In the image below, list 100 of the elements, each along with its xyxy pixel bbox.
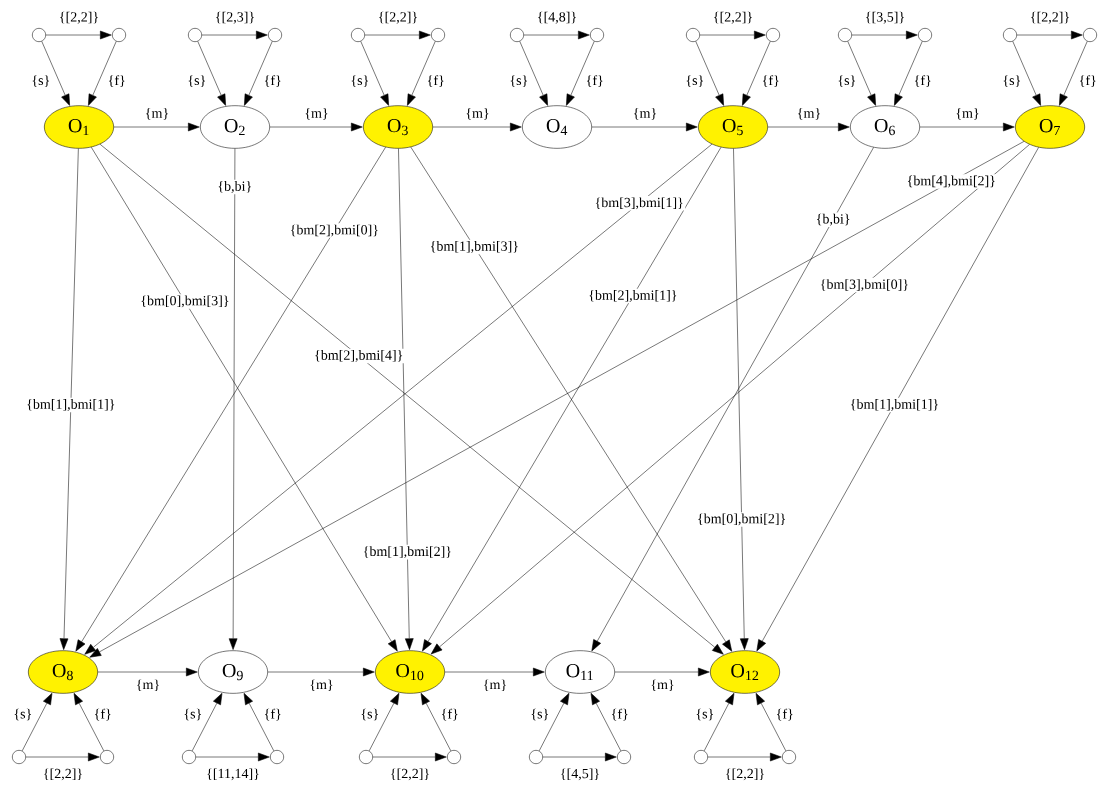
arrow bbox=[1016, 30, 1083, 40]
arrow bbox=[542, 752, 617, 762]
edge-label: {f} bbox=[915, 75, 931, 87]
edge-label: {s} bbox=[838, 75, 855, 87]
arrow bbox=[695, 41, 724, 106]
edge-label: {b,bi} bbox=[216, 179, 254, 195]
edge-label: {s} bbox=[1003, 75, 1020, 87]
arrow bbox=[851, 30, 918, 40]
arrow bbox=[21, 693, 53, 752]
arrow bbox=[742, 41, 771, 106]
edge-label: {f} bbox=[95, 708, 111, 721]
arrow bbox=[444, 667, 545, 677]
arrow bbox=[97, 667, 198, 677]
edge-label: {bm[4],bmi[2]} bbox=[905, 174, 998, 189]
edge-label: {f} bbox=[265, 708, 281, 721]
edge-label: {m} bbox=[651, 679, 674, 691]
arrow bbox=[25, 752, 100, 762]
arrow bbox=[407, 41, 436, 106]
edge-label: {bm[0],bmi[2]} bbox=[695, 512, 788, 527]
arrow bbox=[847, 41, 876, 106]
edge-label: {[11,14]} bbox=[207, 768, 259, 781]
edge-label: {[2,2]} bbox=[44, 768, 82, 781]
arrow bbox=[703, 693, 735, 752]
edge-label: {bm[1],bmi[1]} bbox=[24, 397, 117, 413]
edge-label: {m} bbox=[305, 108, 328, 120]
arrow bbox=[41, 41, 70, 106]
arrow bbox=[767, 122, 850, 132]
edge-label: {m} bbox=[956, 108, 979, 120]
arrow bbox=[566, 41, 595, 106]
arrow bbox=[519, 41, 548, 106]
arrow bbox=[364, 30, 431, 40]
edge-label: {b,bi} bbox=[814, 212, 852, 227]
arrow bbox=[591, 147, 874, 652]
edge-label: {m} bbox=[466, 108, 489, 120]
edge-label: {bm[2],bmi[4]} bbox=[312, 348, 405, 364]
arrow bbox=[523, 30, 590, 40]
arrow bbox=[919, 122, 1015, 132]
edge-label: {m} bbox=[634, 108, 656, 120]
arrow bbox=[269, 122, 363, 132]
edge-label: {[2,3]} bbox=[216, 11, 254, 24]
arrow bbox=[59, 148, 79, 650]
arrow bbox=[1059, 41, 1088, 106]
edge-label: {bm[1],bmi[1]} bbox=[848, 397, 941, 413]
arrow bbox=[360, 41, 389, 106]
arrow bbox=[538, 693, 570, 752]
arrow bbox=[372, 752, 447, 762]
edge-label: {s} bbox=[14, 708, 31, 721]
arrow bbox=[113, 122, 200, 132]
edge-label: {[2,2]} bbox=[726, 768, 764, 781]
edge-label: {f} bbox=[612, 708, 628, 721]
edge-label: {[4,5]} bbox=[561, 768, 599, 781]
edge-label: {m} bbox=[137, 679, 159, 691]
arrow bbox=[707, 752, 782, 762]
edge-label: {f} bbox=[777, 708, 793, 721]
edge-label: {bm[1],bmi[2]} bbox=[361, 544, 454, 560]
edge-label: {f} bbox=[587, 75, 603, 87]
edge-label: {[2,2]} bbox=[1031, 11, 1069, 24]
arrow bbox=[420, 693, 452, 752]
arrow bbox=[73, 693, 105, 752]
arrow bbox=[197, 41, 226, 106]
edge-label: {bm[2],bmi[1]} bbox=[586, 288, 679, 304]
arrow bbox=[1012, 41, 1041, 106]
edge-label: {s} bbox=[184, 708, 201, 721]
arrow bbox=[244, 41, 273, 106]
arrow bbox=[368, 693, 400, 752]
edge-label: {s} bbox=[351, 75, 368, 87]
arrow bbox=[756, 147, 1039, 652]
arrow bbox=[45, 30, 112, 40]
arrow bbox=[894, 41, 923, 106]
edge-label: {f} bbox=[109, 75, 125, 87]
arrow bbox=[699, 30, 766, 40]
arrow bbox=[88, 41, 117, 106]
edge-label: {[4,8]} bbox=[538, 11, 576, 24]
edge-label: {s} bbox=[188, 75, 205, 87]
edge-label: {f} bbox=[265, 75, 281, 87]
edge-label: {bm[3],bmi[1]} bbox=[593, 196, 686, 211]
arrow bbox=[267, 667, 375, 677]
arrow bbox=[201, 30, 268, 40]
arrow bbox=[195, 752, 270, 762]
edge-label: {m} bbox=[484, 679, 506, 691]
arrow bbox=[89, 141, 1025, 658]
edge-label: {f} bbox=[428, 75, 444, 87]
arrow bbox=[430, 144, 1030, 655]
edge-label: {bm[1],bmi[3]} bbox=[428, 239, 521, 255]
edge-label: {bm[0],bmi[3]} bbox=[138, 294, 231, 309]
edge-label: {s} bbox=[361, 708, 378, 721]
edge-label: {s} bbox=[531, 708, 548, 721]
edge-label: {[2,2]} bbox=[391, 768, 429, 781]
edge-label: {[2,2]} bbox=[379, 11, 417, 24]
arrow bbox=[614, 667, 710, 677]
arrow bbox=[591, 122, 698, 132]
arrow bbox=[432, 122, 522, 132]
arrow bbox=[228, 148, 238, 650]
arrow bbox=[755, 693, 787, 752]
arrow bbox=[191, 693, 223, 752]
arrow bbox=[590, 693, 622, 752]
edge-label: {m} bbox=[310, 679, 333, 691]
edge-label: {s} bbox=[32, 75, 49, 87]
arrow bbox=[243, 693, 275, 752]
edge-label: {[2,2]} bbox=[60, 11, 98, 24]
